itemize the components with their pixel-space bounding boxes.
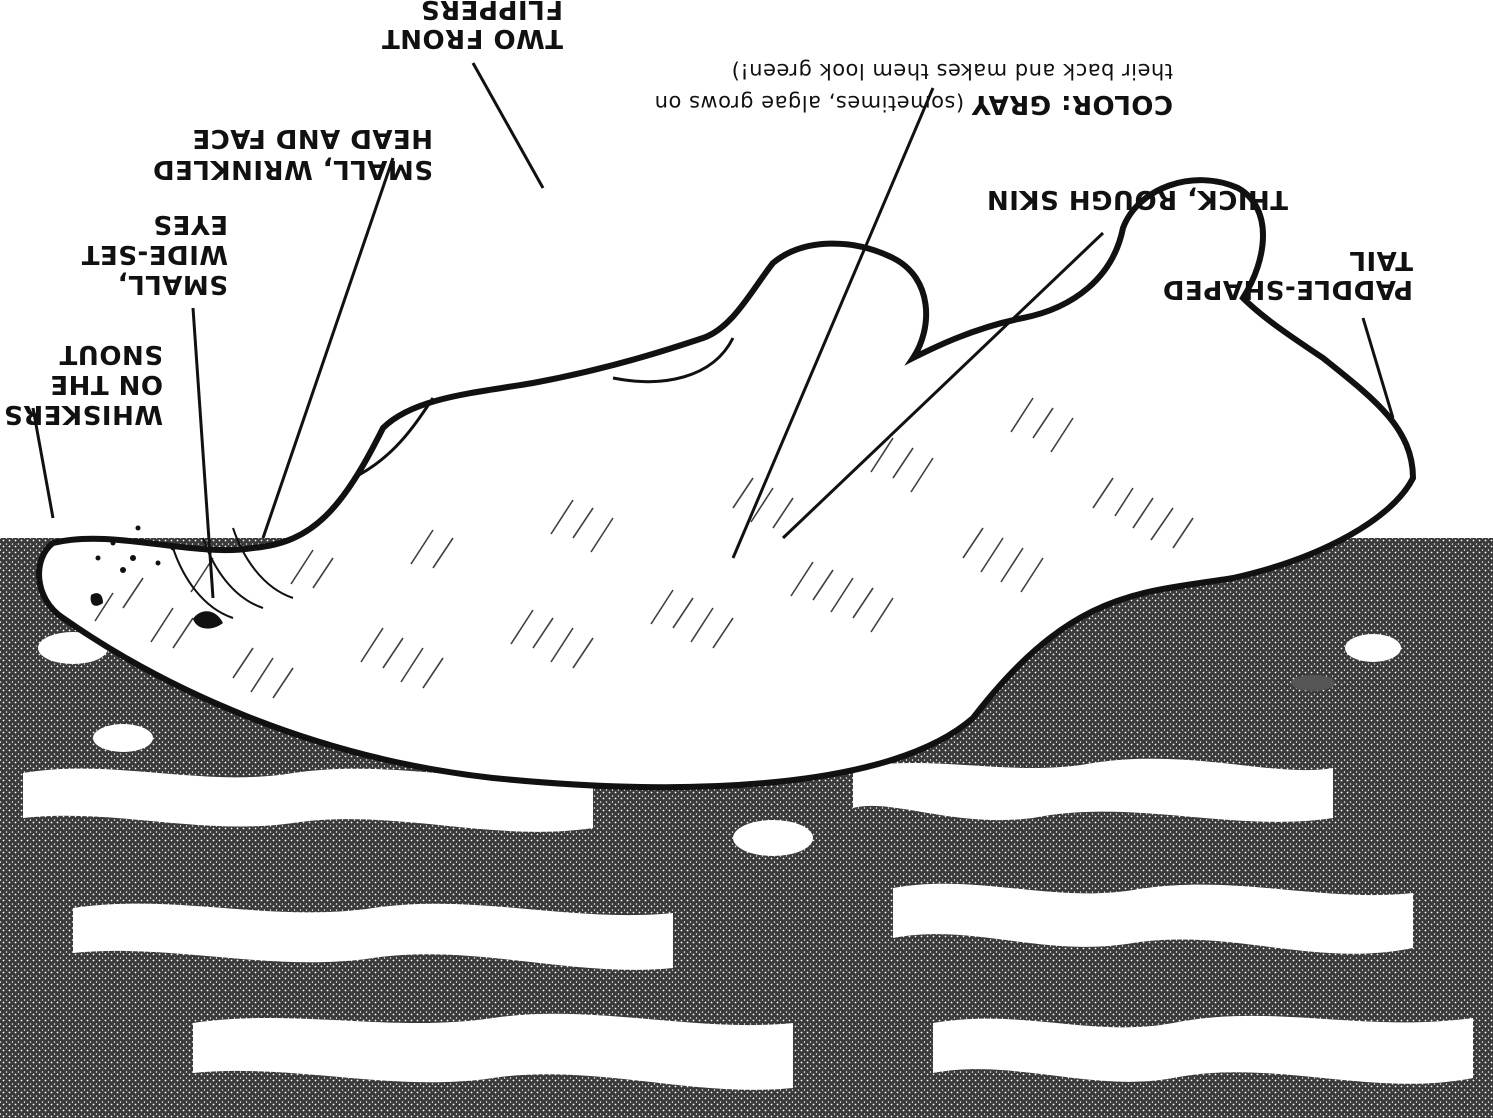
color-label: COLOR: GRAY (sometimes, algae grows on <box>653 88 1173 118</box>
flippers-label: TWO FRONT FLIPPERS <box>243 0 563 52</box>
eyes-label-line1: SMALL, <box>28 269 228 298</box>
eyes-label-line3: EYES <box>28 209 228 238</box>
color-label-prefix: COLOR: GRAY <box>971 89 1173 119</box>
eyes-label-line2: WIDE-SET <box>28 239 228 268</box>
whiskers-label-line3: SNOUT <box>3 339 163 368</box>
whiskers-label-line2: ON THE <box>3 369 163 398</box>
color-label-line2: their back and makes them look green!) <box>653 58 1173 84</box>
whiskers-label-line1: WHISKERS <box>3 399 163 428</box>
head-label-line2: HEAD AND FACE <box>113 123 433 152</box>
skin-label: THICK, ROUGH SKIN <box>968 184 1288 213</box>
head-label-line1: SMALL, WRINKLED <box>113 154 433 183</box>
tail-label: PADDLE-SHAPED TAIL <box>1093 245 1413 303</box>
color-label-rest: (sometimes, algae grows on <box>654 91 971 115</box>
